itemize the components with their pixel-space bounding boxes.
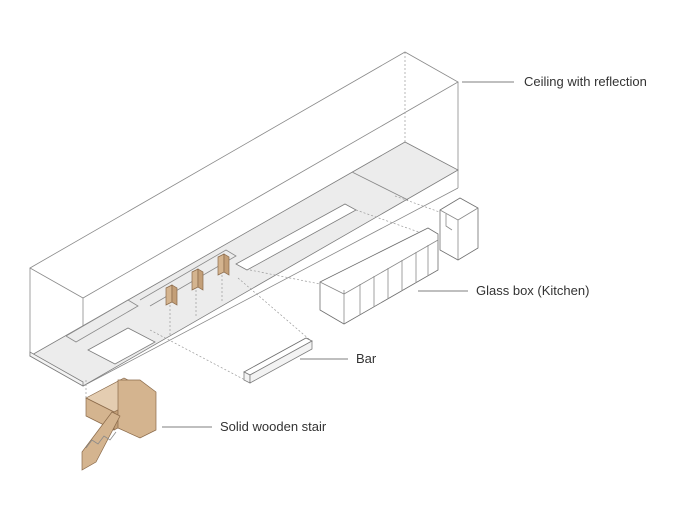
post-3 <box>217 253 225 276</box>
label-stair: Solid wooden stair <box>220 419 327 434</box>
kitchen-top-edge <box>319 239 439 295</box>
post-1 <box>165 284 173 306</box>
label-ceiling: Ceiling with reflection <box>524 74 647 89</box>
post-3-side <box>223 253 230 276</box>
kitchen-small-detail <box>445 214 453 231</box>
wooden-posts <box>165 253 230 335</box>
bar-proj-1 <box>149 329 246 381</box>
label-kitchen: Glass box (Kitchen) <box>476 283 589 298</box>
bar-side <box>249 340 313 384</box>
post-2 <box>191 268 199 291</box>
floor-strip-left <box>65 299 139 343</box>
floor-edge <box>29 351 84 387</box>
label-bar: Bar <box>356 351 377 366</box>
kitchen-projection-lines <box>249 195 446 285</box>
kitchen-proj-3 <box>394 195 446 215</box>
stair-opening <box>87 327 156 365</box>
stair-steps <box>85 431 117 449</box>
ceiling-volume <box>29 51 459 387</box>
floor-step-line <box>351 171 409 201</box>
kitchen-small-block <box>439 197 479 261</box>
floor-slab <box>29 141 459 387</box>
glass-box-kitchen <box>319 197 479 325</box>
stair-block <box>117 379 157 439</box>
leader-lines <box>162 81 514 428</box>
ceiling-bottom-front <box>82 187 459 387</box>
bar-element <box>243 337 313 384</box>
kitchen-proj-2 <box>355 209 431 237</box>
kitchen-main-block <box>319 227 439 325</box>
bar-projection-lines <box>149 277 311 381</box>
bar-top <box>243 337 313 376</box>
post-1-side <box>171 284 178 306</box>
post-2-side <box>197 268 204 291</box>
solid-wooden-stair <box>81 377 157 471</box>
